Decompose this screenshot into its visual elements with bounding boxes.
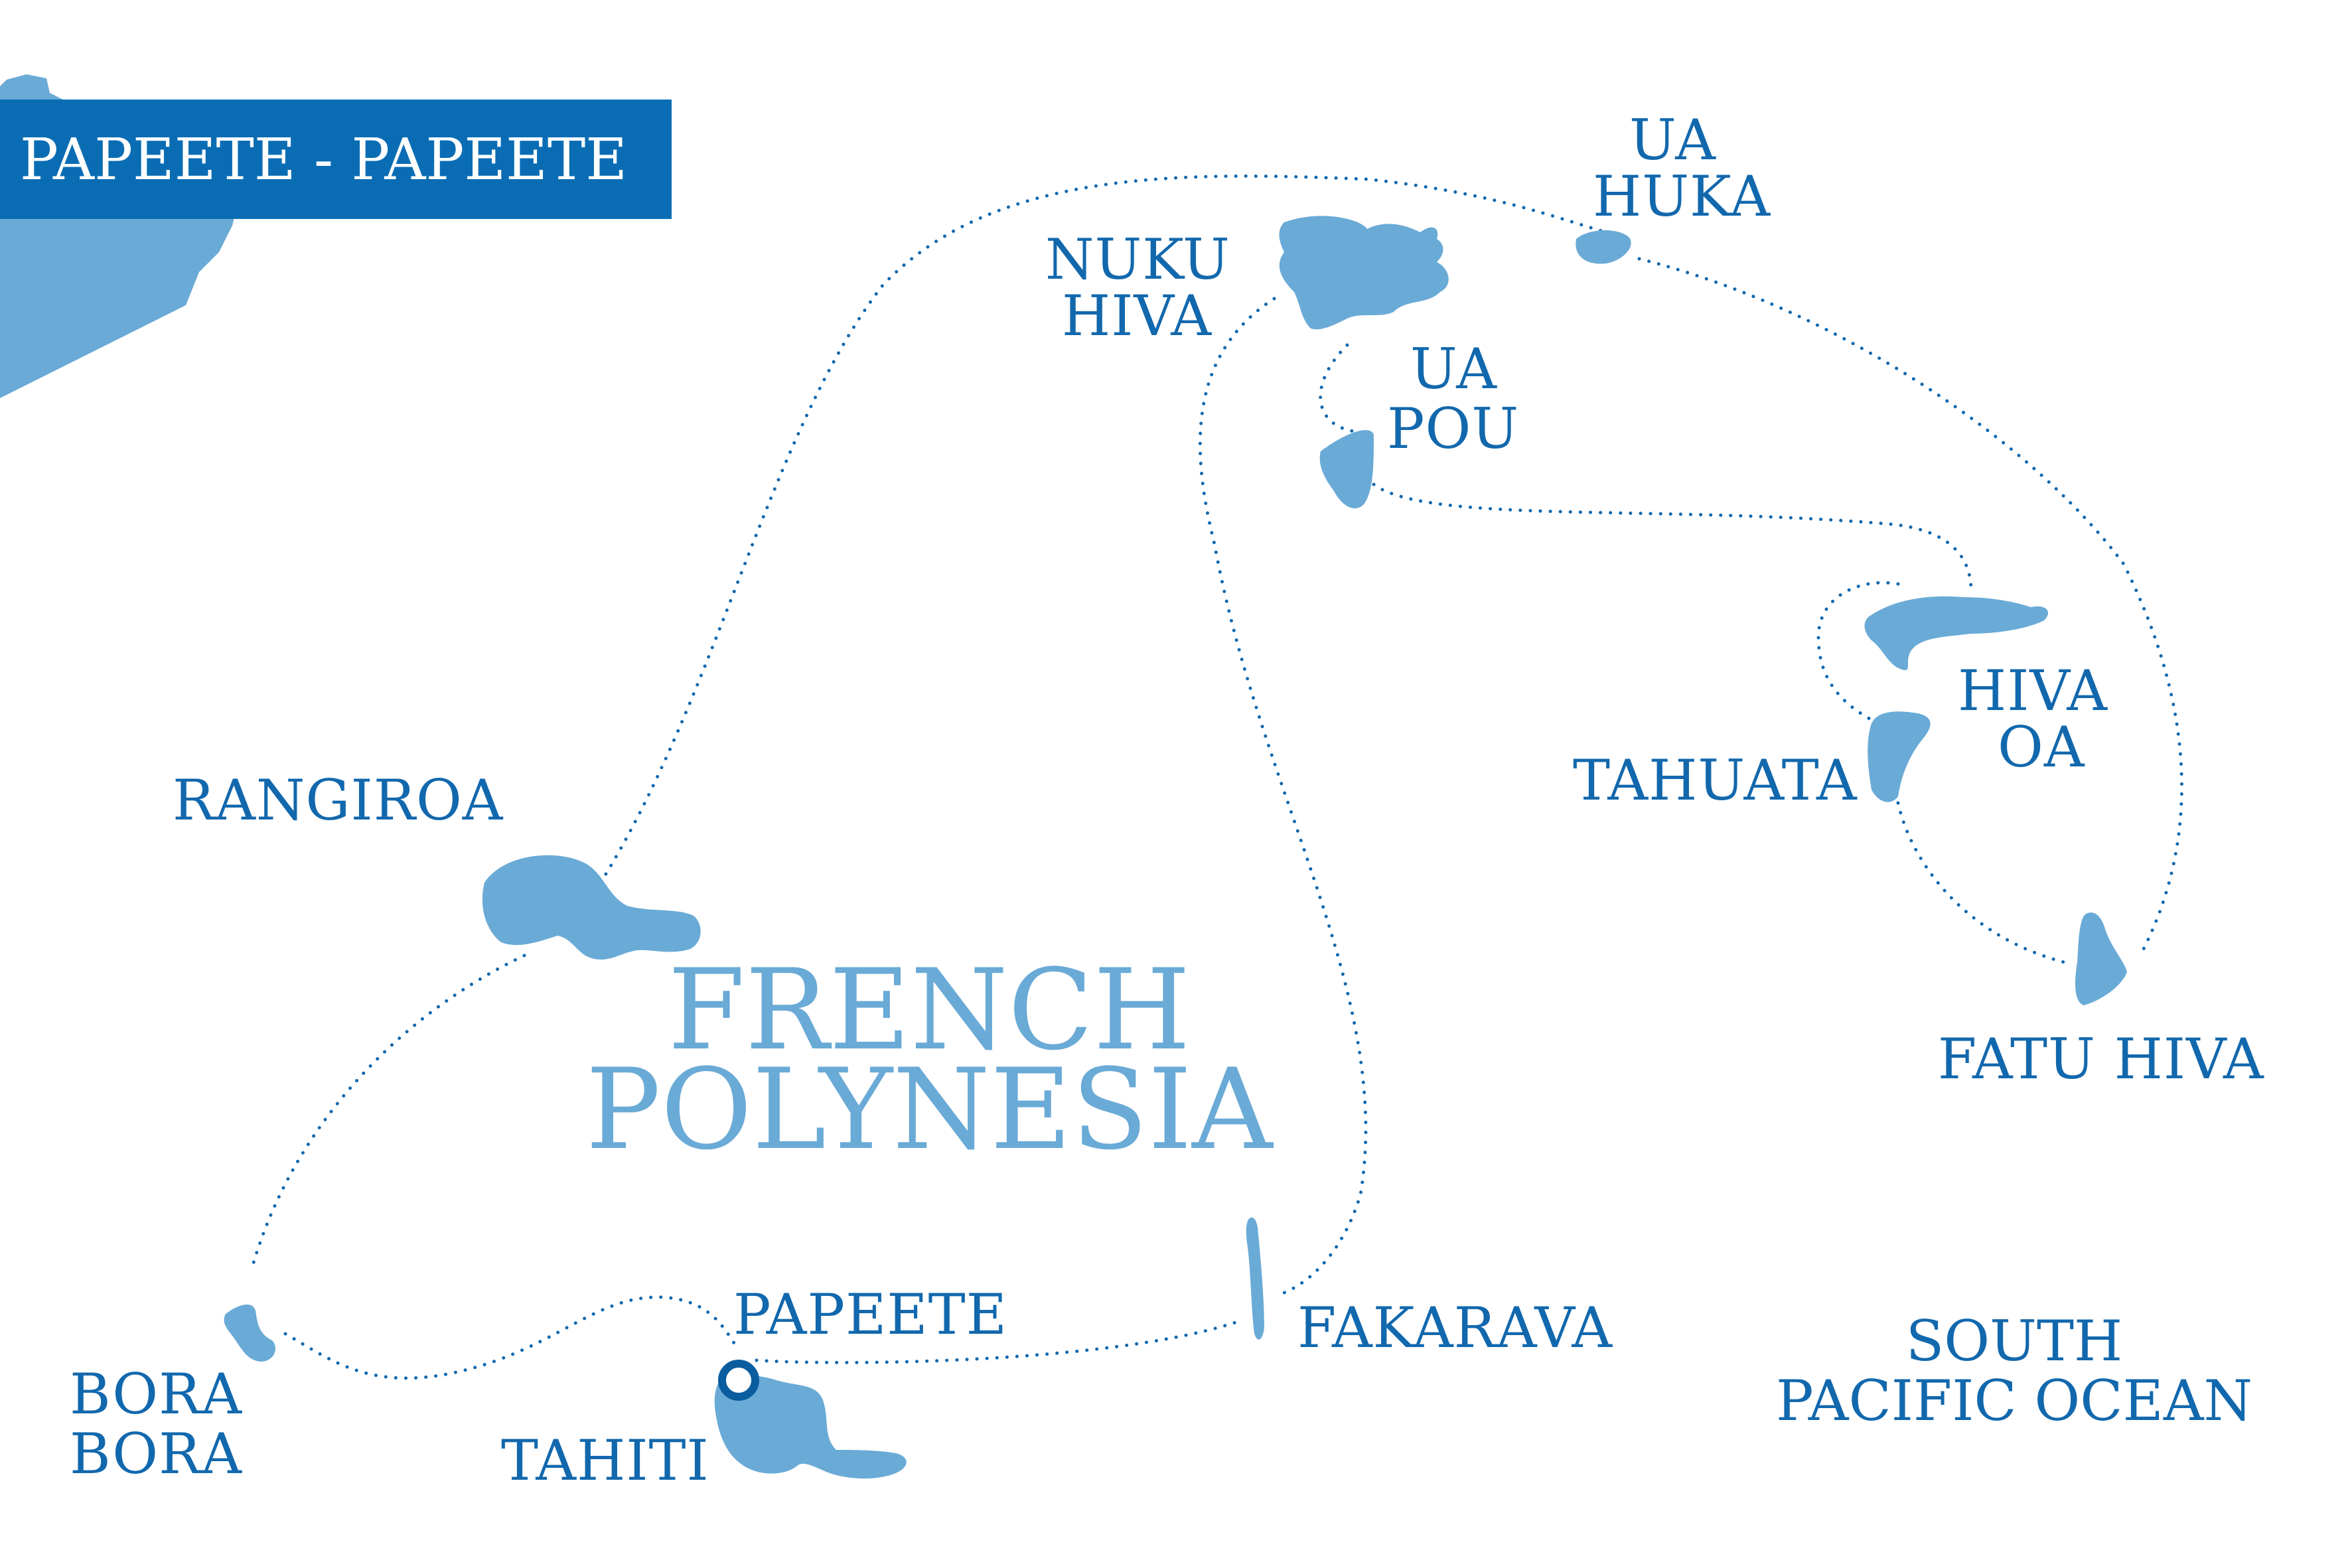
route-segment [1896, 801, 2066, 964]
island-rangiroa [482, 855, 701, 960]
label-fatu-hiva: FATU HIVA [1938, 1027, 2264, 1092]
label-nuku-hiva-2: HIVA [1062, 283, 1212, 348]
route-title: PAPEETE - PAPEETE [20, 127, 627, 193]
route-segment [283, 1295, 739, 1380]
route-segment [1816, 581, 1900, 725]
island-ua-pou [1319, 430, 1374, 509]
label-ua-pou-2: POU [1387, 396, 1519, 461]
route-segment [250, 954, 526, 1269]
label-fakarava: FAKARAVA [1297, 1295, 1613, 1360]
route-segment [755, 1319, 1243, 1364]
label-hiva-oa-2: OA [1998, 715, 2085, 780]
label-bora-bora-2: BORA [70, 1421, 242, 1486]
label-rangiroa: RANGIROA [173, 768, 504, 833]
island-nuku-hiva [1279, 216, 1449, 330]
island-tahuata [1868, 711, 1931, 802]
route-segment [1637, 257, 2183, 951]
region-label-2: POLYNESIA [586, 1044, 1274, 1175]
island-tahiti [714, 1375, 907, 1479]
route-segment [1372, 482, 1973, 593]
label-ua-pou-1: UA [1410, 336, 1497, 401]
label-nuku-hiva-1: NUKU [1045, 227, 1230, 292]
label-tahiti: TAHITI [501, 1428, 709, 1493]
label-ua-huka-1: UA [1629, 107, 1716, 173]
island-fakarava [1246, 1217, 1264, 1340]
ocean-label-1: SOUTH [1906, 1309, 2122, 1374]
label-papeete: PAPEETE [733, 1282, 1007, 1347]
island-fatu-hiva [2075, 912, 2127, 1005]
island-hiva-oa [1864, 596, 2049, 670]
ocean-label-2: PACIFIC OCEAN [1776, 1368, 2252, 1433]
route-segment [1198, 297, 1368, 1296]
island-ua-huka [1576, 230, 1631, 264]
cruise-route [250, 174, 2183, 1380]
label-tahuata: TAHUATA [1573, 748, 1858, 813]
route-segment [1319, 343, 1356, 433]
papeete-port-marker [718, 1360, 759, 1401]
label-hiva-oa-1: HIVA [1958, 658, 2108, 723]
island-bora-bora [224, 1304, 275, 1362]
route-segment [599, 174, 1608, 885]
region-label-1: FRENCH [668, 945, 1191, 1075]
title-bar [0, 100, 672, 219]
label-ua-huka-2: HUKA [1593, 164, 1771, 229]
label-bora-bora-1: BORA [70, 1362, 242, 1427]
